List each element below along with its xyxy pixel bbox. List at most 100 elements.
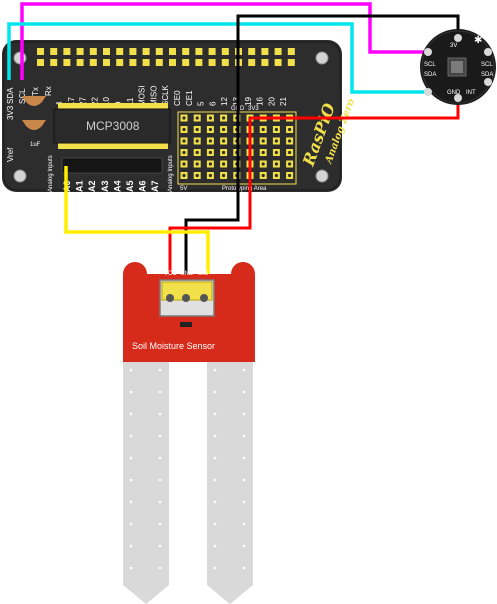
- capacitor-label: 1uF: [30, 142, 41, 148]
- gpio-pin: [116, 48, 124, 55]
- analog-inputs-label: Analog Inputs: [48, 155, 54, 192]
- gpio-label: 6: [208, 101, 217, 106]
- gpio-pin: [129, 59, 137, 66]
- soil-pin-vcc: VCC: [164, 271, 177, 277]
- gpio-pin: [195, 48, 203, 55]
- wires: [7, 2, 460, 286]
- gpio-pin: [208, 48, 216, 55]
- probe-hole: [242, 478, 246, 482]
- probe-hole: [158, 522, 162, 526]
- rx-label: Rx: [44, 86, 53, 96]
- probe-hole: [158, 478, 162, 482]
- probe-hole: [129, 522, 133, 526]
- gpio-pin: [89, 48, 97, 55]
- gpio-pin: [89, 59, 97, 66]
- probe-hole: [129, 434, 133, 438]
- probe-hole: [213, 434, 217, 438]
- gpio-pin: [63, 59, 71, 66]
- cyan-wire: [7, 22, 428, 94]
- gpio-label: 19: [244, 97, 253, 106]
- probe-hole: [158, 434, 162, 438]
- gpio-pin: [195, 59, 203, 66]
- probe-hole: [129, 544, 133, 548]
- probe-hole: [213, 544, 217, 548]
- probe-hole: [158, 566, 162, 570]
- gpio-pin: [116, 59, 124, 66]
- gpio-label: SCLK: [161, 84, 170, 106]
- gpio-label: MISO: [149, 86, 158, 106]
- probe-holes: [129, 368, 246, 570]
- gpio-label: 16: [256, 97, 265, 106]
- gpio-pin: [155, 48, 163, 55]
- gpio-pin: [169, 59, 176, 66]
- gpio-pin: [221, 59, 229, 66]
- breakout-pin-int: INT: [466, 90, 476, 96]
- gpio-pin: [248, 59, 256, 66]
- probe-hole: [242, 522, 246, 526]
- probe-hole: [129, 478, 133, 482]
- analog-input-label: A2: [87, 180, 97, 192]
- probe-hole: [158, 456, 162, 460]
- gpio-pin: [63, 48, 71, 55]
- probe-hole: [242, 390, 246, 394]
- gpio-label: 21: [279, 97, 288, 106]
- gpio-pin: [37, 48, 44, 55]
- analog-input-label: A1: [75, 180, 85, 192]
- probe-hole: [242, 368, 246, 372]
- probe-hole: [242, 456, 246, 460]
- probe-hole: [242, 566, 246, 570]
- gpio-pin: [37, 59, 44, 66]
- gpio-pin: [129, 48, 137, 55]
- gpio-pin: [50, 48, 58, 55]
- probe-hole: [129, 412, 133, 416]
- soil-sensor-title: Soil Moisture Sensor: [132, 341, 215, 351]
- probe-left: [123, 356, 169, 604]
- probe-hole: [213, 566, 217, 570]
- gpio-pin: [142, 59, 150, 66]
- probe-hole: [242, 434, 246, 438]
- gpio-label: 11: [126, 97, 135, 106]
- gpio-pin: [274, 59, 282, 66]
- probe-hole: [213, 500, 217, 504]
- probe-hole: [129, 500, 133, 504]
- sda-label: SDA: [6, 87, 15, 104]
- probe-hole: [158, 368, 162, 372]
- breakout-pin-scl-left: SCL: [424, 62, 436, 68]
- vref-label: Vref: [6, 147, 15, 162]
- black-wire-soil: [184, 118, 240, 286]
- gpio-pin: [287, 48, 295, 55]
- yellow-wire: [64, 166, 210, 286]
- gpio-pin: [287, 59, 295, 66]
- probe-hole: [213, 368, 217, 372]
- tx-label: Tx: [31, 87, 40, 96]
- gpio-pin: [248, 48, 256, 55]
- probe-hole: [158, 544, 162, 548]
- gpio-pin: [182, 59, 190, 66]
- probe-hole: [213, 412, 217, 416]
- probe-hole: [213, 522, 217, 526]
- analog-inputs-label-right: Analog Inputs: [168, 155, 174, 192]
- analog-input-label: A6: [138, 180, 148, 192]
- capacitor: 1uF: [22, 96, 46, 148]
- probe-hole: [242, 500, 246, 504]
- gpio-pin: [274, 48, 282, 55]
- scl-label: SCL: [18, 88, 27, 104]
- probe-hole: [158, 390, 162, 394]
- star-logo-icon: ✱: [474, 35, 482, 46]
- gpio-pin: [103, 59, 110, 66]
- analog-input-header: [61, 157, 163, 174]
- probe-hole: [242, 412, 246, 416]
- gpio-pin: [261, 48, 269, 55]
- probe-hole: [213, 478, 217, 482]
- raspio-analog-zero-board: 417272210911MOSIMISOSCLKCE0CE15612131916…: [2, 40, 357, 192]
- five-v-label: 5V: [180, 186, 187, 192]
- gpio-label: 17: [67, 97, 76, 106]
- probe-hole: [158, 500, 162, 504]
- probe-hole: [242, 544, 246, 548]
- gpio-label: CE0: [173, 90, 182, 106]
- probe-hole: [158, 412, 162, 416]
- analog-input-label: A4: [112, 180, 122, 192]
- gpio-label: 5: [197, 101, 206, 106]
- v33-label: 3V3: [248, 106, 259, 112]
